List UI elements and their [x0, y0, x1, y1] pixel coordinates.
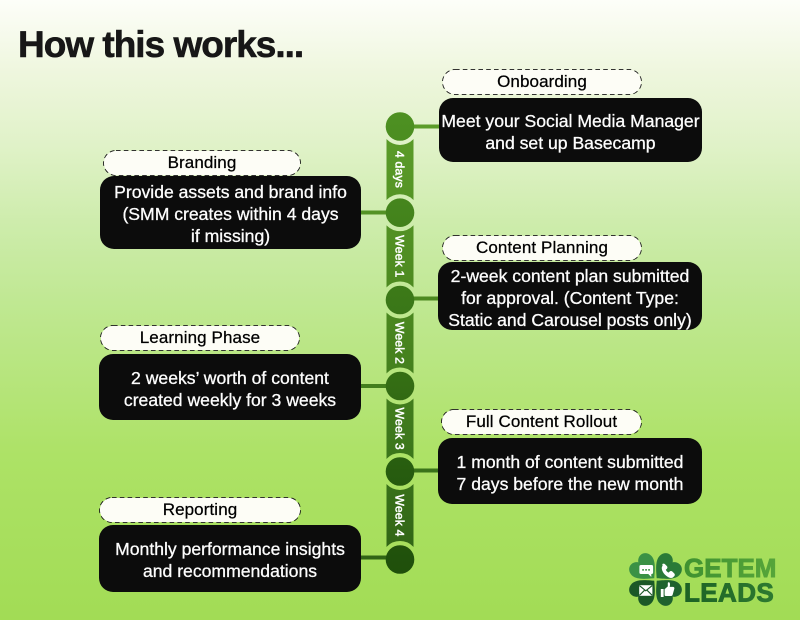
svg-text:4 days: 4 days — [393, 151, 407, 188]
svg-text:LEADS: LEADS — [684, 578, 774, 608]
svg-text:Week 3: Week 3 — [393, 408, 407, 450]
svg-text:GETEM: GETEM — [684, 553, 776, 583]
svg-text:Week 4: Week 4 — [393, 494, 407, 536]
svg-text:Week 2: Week 2 — [393, 322, 407, 364]
svg-text:Week 1: Week 1 — [393, 235, 407, 277]
